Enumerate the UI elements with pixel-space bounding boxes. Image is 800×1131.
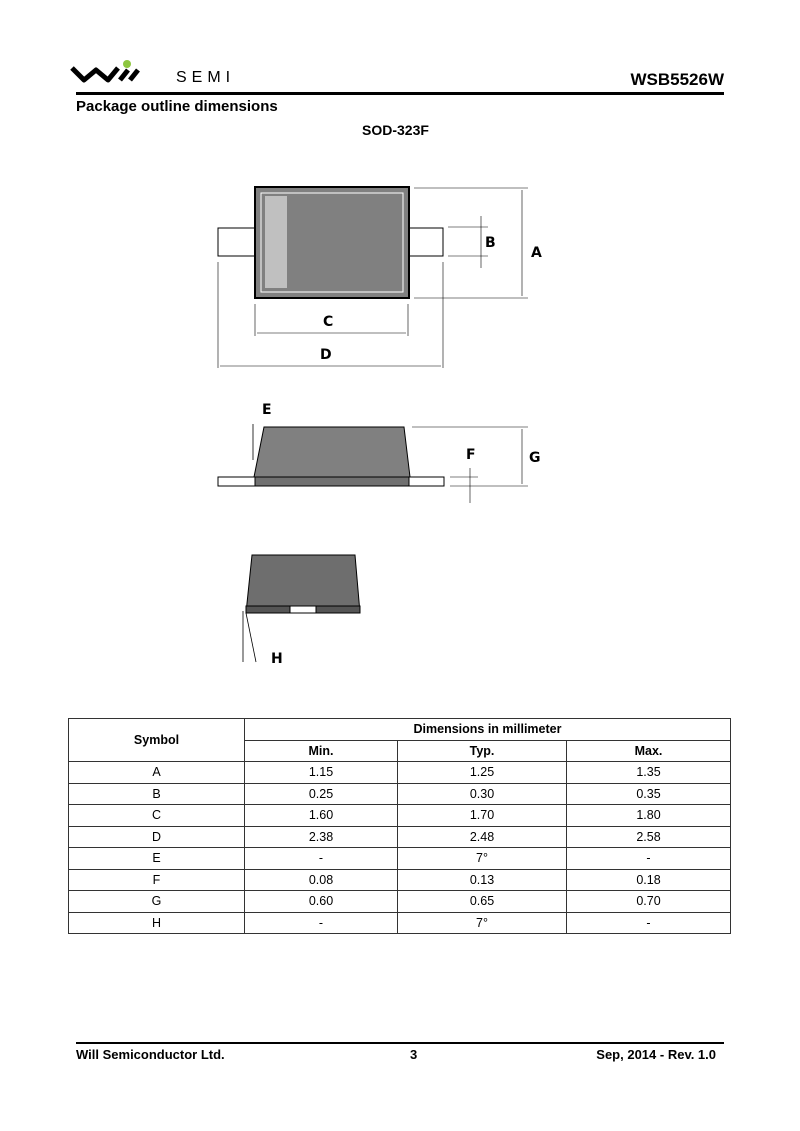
cell-symbol: B bbox=[68, 782, 245, 805]
package-outline-drawing: A B C D E F G H bbox=[217, 186, 542, 667]
cell-typ: 7° bbox=[397, 911, 567, 934]
col-min-header: Min. bbox=[244, 739, 398, 762]
cell-symbol: C bbox=[68, 804, 245, 827]
col-typ-header: Typ. bbox=[397, 739, 567, 762]
footer-date-revision: Sep, 2014 - Rev. 1.0 bbox=[596, 1047, 716, 1062]
col-max-header: Max. bbox=[566, 739, 731, 762]
cell-typ: 0.30 bbox=[397, 782, 567, 805]
cell-max: - bbox=[566, 847, 731, 870]
symbol-header: Symbol bbox=[68, 718, 245, 762]
package-name: SOD-323F bbox=[362, 122, 429, 138]
company-logo: SEMI bbox=[70, 58, 250, 88]
cell-symbol: H bbox=[68, 911, 245, 934]
cell-symbol: D bbox=[68, 825, 245, 848]
dim-label-h: H bbox=[271, 651, 283, 667]
will-logo-icon bbox=[70, 60, 140, 83]
dimensions-header: Dimensions in millimeter bbox=[244, 718, 731, 741]
cell-symbol: G bbox=[68, 890, 245, 913]
dimensions-table: Symbol Dimensions in millimeter Min. Typ… bbox=[68, 718, 731, 934]
cell-typ: 0.65 bbox=[397, 890, 567, 913]
cell-min: - bbox=[244, 911, 398, 934]
cell-typ: 2.48 bbox=[397, 825, 567, 848]
dim-label-a: A bbox=[531, 245, 542, 261]
cell-min: - bbox=[244, 847, 398, 870]
cell-min: 0.25 bbox=[244, 782, 398, 805]
cell-min: 2.38 bbox=[244, 825, 398, 848]
cell-symbol: A bbox=[68, 761, 245, 784]
part-number: WSB5526W bbox=[630, 70, 724, 89]
cell-min: 0.60 bbox=[244, 890, 398, 913]
cell-symbol: E bbox=[68, 847, 245, 870]
dim-label-b: B bbox=[485, 235, 496, 251]
cell-max: 1.35 bbox=[566, 761, 731, 784]
cell-max: 0.70 bbox=[566, 890, 731, 913]
logo-text: SEMI bbox=[176, 69, 236, 86]
end-view bbox=[242, 554, 361, 663]
header-divider bbox=[76, 92, 724, 95]
cell-typ: 0.13 bbox=[397, 868, 567, 891]
cell-max: 1.80 bbox=[566, 804, 731, 827]
footer-company: Will Semiconductor Ltd. bbox=[76, 1047, 225, 1062]
page-number: 3 bbox=[410, 1047, 418, 1062]
cell-max: - bbox=[566, 911, 731, 934]
cell-symbol: F bbox=[68, 868, 245, 891]
cell-typ: 1.25 bbox=[397, 761, 567, 784]
cell-min: 1.60 bbox=[244, 804, 398, 827]
side-view bbox=[217, 424, 528, 503]
cell-max: 0.18 bbox=[566, 868, 731, 891]
cell-typ: 1.70 bbox=[397, 804, 567, 827]
footer-divider bbox=[76, 1042, 724, 1044]
dim-label-d: D bbox=[320, 347, 332, 363]
cell-min: 1.15 bbox=[244, 761, 398, 784]
table-row: H-7°- bbox=[68, 911, 731, 934]
section-title: Package outline dimensions bbox=[76, 98, 278, 115]
dim-label-g: G bbox=[529, 450, 541, 466]
cell-min: 0.08 bbox=[244, 868, 398, 891]
dim-label-e: E bbox=[262, 402, 272, 418]
dim-label-c: C bbox=[323, 314, 333, 330]
top-view bbox=[217, 186, 528, 368]
cell-max: 2.58 bbox=[566, 825, 731, 848]
dim-label-f: F bbox=[466, 447, 476, 463]
cell-typ: 7° bbox=[397, 847, 567, 870]
table-row: E-7°- bbox=[68, 847, 731, 870]
cell-max: 0.35 bbox=[566, 782, 731, 805]
